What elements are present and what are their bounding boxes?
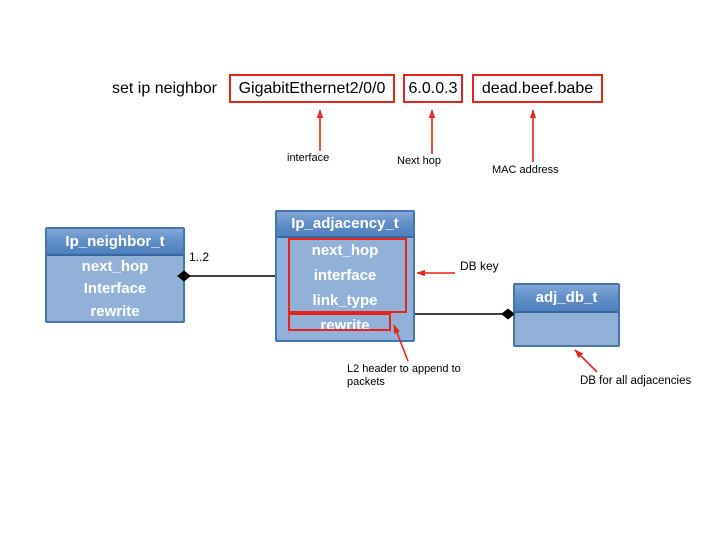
- field-next-hop: next_hop: [311, 242, 379, 259]
- field-rewrite: rewrite: [90, 302, 140, 320]
- class-fields-ip-neighbor: next_hop Interface rewrite: [47, 256, 183, 323]
- db-key-highlight-box: [288, 238, 407, 313]
- rewrite-highlight-box: [288, 313, 391, 331]
- command-arg-mac-address: dead.beef.babe: [472, 74, 603, 103]
- class-box-ip-neighbor: Ip_neighbor_t next_hop Interface rewrite: [45, 227, 185, 323]
- multiplicity-label: 1..2: [189, 250, 210, 264]
- l2-header-line1: L2 header to append to: [347, 363, 461, 375]
- interface-label: interface: [287, 152, 330, 164]
- class-box-ip-adjacency: Ip_adjacency_t next_hop interface link_t…: [275, 210, 415, 342]
- mac-address-label: MAC address: [492, 164, 559, 176]
- l2-header-line2: packets: [347, 376, 385, 388]
- class-title-ip-neighbor: Ip_neighbor_t: [47, 229, 183, 256]
- command-arg-interface: GigabitEthernet2/0/0: [229, 74, 395, 103]
- l2-header-annotation: L2 header to append to packets: [347, 363, 461, 389]
- db-key-annotation: DB key: [460, 259, 499, 273]
- db-all-annotation: DB for all adjacencies: [580, 375, 692, 387]
- command-text: set ip neighbor: [112, 80, 217, 97]
- next-hop-label: Next hop: [397, 155, 442, 167]
- db-all-arrow: [574, 349, 598, 373]
- field-next-hop: next_hop: [81, 258, 149, 275]
- field-link-type: link_type: [312, 292, 378, 309]
- class-title-adj-db: adj_db_t: [515, 285, 618, 313]
- class-fields-ip-adjacency: next_hop interface link_type rewrite: [277, 238, 413, 338]
- field-interface: Interface: [83, 280, 147, 298]
- class-box-adj-db: adj_db_t: [513, 283, 620, 347]
- field-interface: interface: [313, 267, 377, 284]
- command-arg-next-hop: 6.0.0.3: [403, 74, 463, 103]
- class-title-ip-adjacency: Ip_adjacency_t: [277, 212, 413, 238]
